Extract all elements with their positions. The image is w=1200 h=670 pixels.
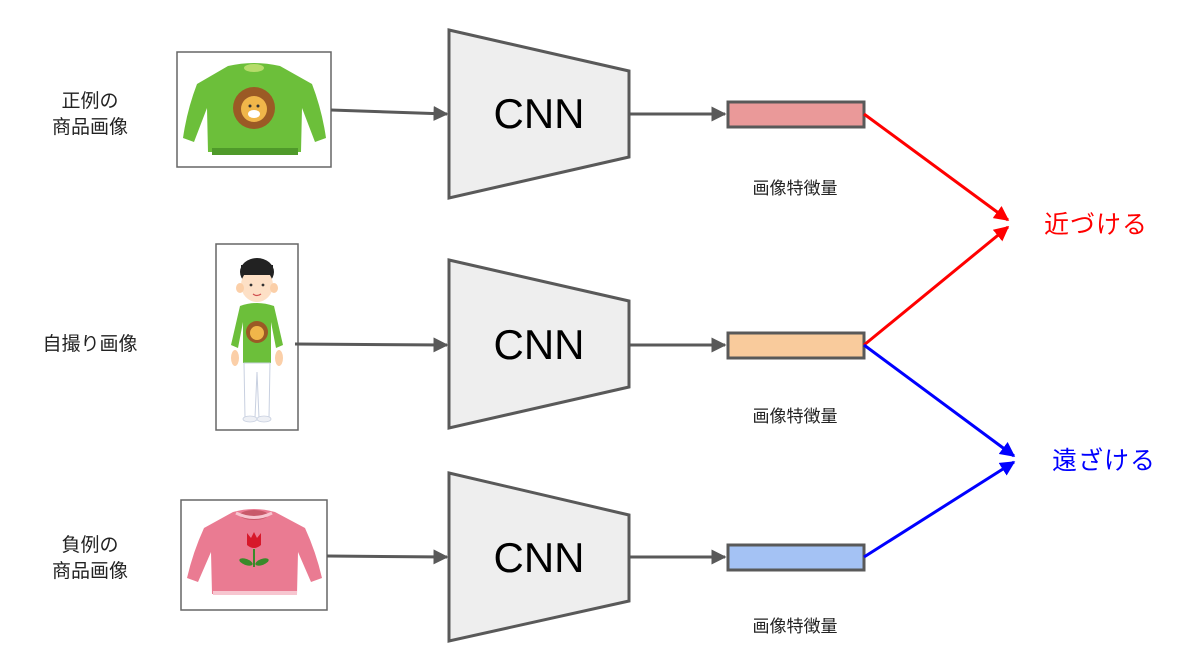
negative-label-line-1: 負例の bbox=[61, 534, 119, 556]
negative-product-image bbox=[180, 499, 328, 611]
negative-cnn-block: CNN bbox=[447, 471, 631, 643]
anchor-cnn-label: CNN bbox=[494, 321, 585, 368]
push-arrow-from-negative bbox=[863, 460, 1016, 559]
pull-closer-label: 近づける bbox=[1044, 210, 1149, 239]
negative-label-line-2: 商品画像 bbox=[51, 560, 128, 582]
pull-arrow-from-anchor bbox=[863, 225, 1010, 347]
positive-input-arrow bbox=[330, 106, 449, 122]
positive-feature-label: 画像特徴量 bbox=[752, 179, 838, 199]
positive-product-image bbox=[176, 51, 332, 168]
anchor-label-line-1: 自撮り画像 bbox=[42, 333, 138, 355]
pink-tulip-sweater-icon bbox=[187, 509, 322, 595]
anchor-feature-vector bbox=[726, 331, 866, 360]
anchor-row-label: 自撮り画像 bbox=[25, 331, 155, 357]
positive-cnn-block: CNN bbox=[447, 28, 631, 200]
push-arrow-from-anchor bbox=[863, 343, 1016, 458]
negative-feature-label: 画像特徴量 bbox=[752, 617, 838, 637]
negative-cnn-label: CNN bbox=[494, 534, 585, 581]
negative-input-arrow bbox=[326, 549, 449, 565]
person-icon bbox=[231, 258, 283, 423]
positive-cnn-label: CNN bbox=[494, 90, 585, 137]
anchor-feature-label: 画像特徴量 bbox=[752, 407, 838, 427]
anchor-cnn-block: CNN bbox=[447, 258, 631, 430]
positive-feature-vector bbox=[726, 100, 866, 129]
positive-row-label: 正例の 商品画像 bbox=[30, 88, 150, 140]
pull-arrow-from-positive bbox=[863, 112, 1010, 222]
green-lion-sweater-icon bbox=[183, 63, 326, 155]
positive-label-line-2: 商品画像 bbox=[51, 116, 128, 138]
push-apart-label: 遠ざける bbox=[1052, 446, 1157, 475]
negative-row-label: 負例の 商品画像 bbox=[30, 532, 150, 584]
anchor-input-arrow bbox=[294, 337, 449, 353]
selfie-image bbox=[215, 243, 299, 431]
negative-feature-vector bbox=[726, 543, 866, 572]
positive-label-line-1: 正例の bbox=[61, 90, 119, 112]
